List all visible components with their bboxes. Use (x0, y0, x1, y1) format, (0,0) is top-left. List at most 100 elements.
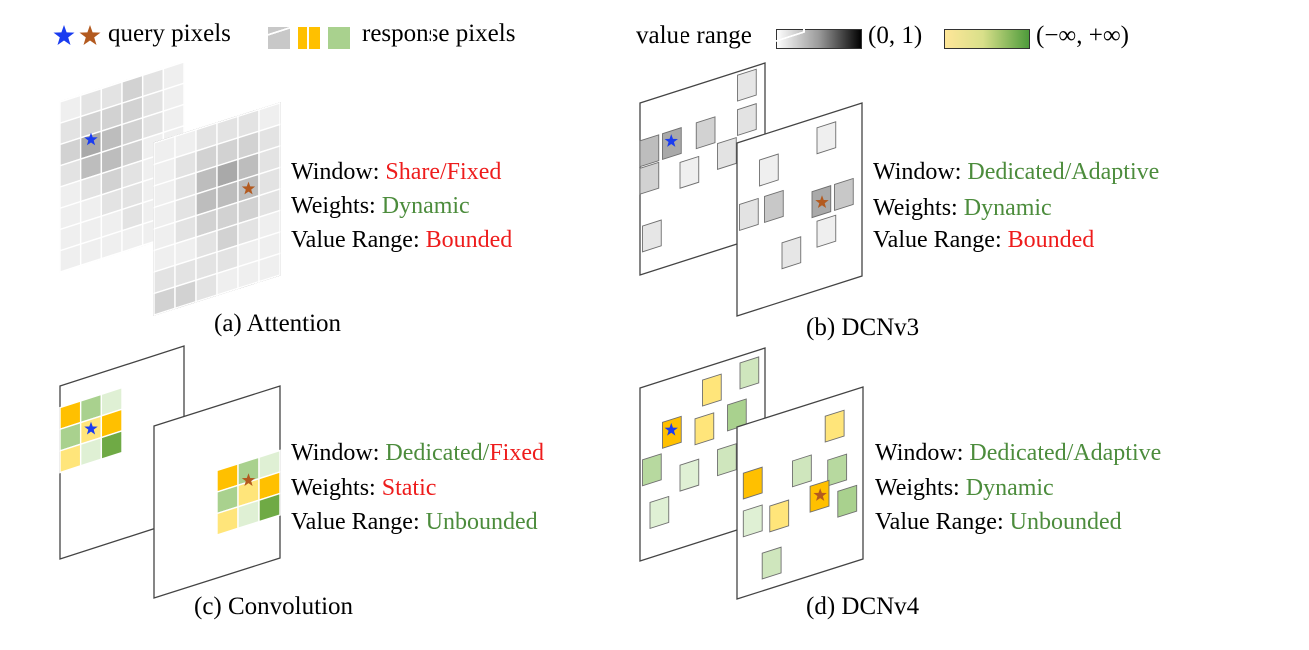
sample-patch (679, 155, 700, 189)
sample-patch (737, 68, 757, 102)
query-star-icon (241, 181, 256, 195)
sample-patch (737, 103, 757, 137)
panel-d-window: Window: Dedicated/Adaptive (875, 440, 1162, 466)
query-star-icon (84, 132, 98, 146)
grid-cell (431, 0, 557, 153)
panel-a-caption: (a) Attention (214, 310, 342, 337)
sample-patch (781, 236, 802, 270)
grid-cell (431, 0, 557, 153)
sample-patch (827, 453, 848, 487)
grid-cell (431, 0, 557, 153)
response-swatch-green (328, 27, 350, 49)
sample-patch (837, 484, 858, 518)
panel-b-weights: Weights: Dynamic (873, 195, 1052, 221)
sample-patch (816, 214, 837, 248)
sample-patch (694, 412, 715, 446)
sample-patch (764, 189, 784, 224)
panel-d-weights: Weights: Dynamic (875, 475, 1054, 501)
grid-cell (679, 0, 805, 73)
panel-b-window: Window: Dedicated/Adaptive (873, 159, 1160, 185)
grid-cell (679, 0, 805, 73)
query-star-icon (664, 134, 678, 147)
sample-patch (769, 499, 790, 533)
sample-patch (642, 219, 662, 253)
kernel-cell (100, 429, 123, 461)
panel-d-caption: (d) DCNv4 (806, 593, 920, 620)
sample-patch (649, 495, 670, 530)
grid-cell (679, 0, 805, 73)
sample-patch (717, 443, 737, 477)
query-star-icon (813, 488, 827, 501)
attention-front-plate (153, 102, 281, 316)
panel-c-value-range: Value Range: Unbounded (291, 509, 538, 535)
sample-patch (739, 356, 760, 390)
query-star-icon (241, 473, 256, 486)
grid-cell (555, 0, 681, 113)
sample-patch (834, 177, 854, 212)
panel-b-value-range: Value Range: Bounded (873, 227, 1095, 253)
sample-patch (695, 116, 716, 150)
grid-cell (431, 0, 557, 153)
panel-d-value-range: Value Range: Unbounded (875, 509, 1122, 535)
grid-cell (555, 0, 681, 113)
sample-patch (742, 504, 763, 538)
yellow-green-gradient-bar (944, 29, 1030, 49)
panel-c-caption: (c) Convolution (194, 593, 354, 620)
dcnv3-back-plate (639, 62, 766, 276)
unbounded-range-text: (−∞, +∞) (1036, 22, 1129, 49)
convolution-front-plate (153, 385, 281, 599)
query-star-blue-icon (53, 25, 75, 45)
grid-cell (431, 0, 557, 153)
sample-patch (816, 121, 837, 155)
grid-cell (431, 0, 557, 153)
grid-cell (555, 0, 681, 113)
panel-c-weights: Weights: Static (291, 475, 437, 501)
query-star-icon (815, 195, 829, 208)
attention-cell (258, 252, 281, 283)
sample-patch (702, 373, 722, 407)
grid-cell (679, 0, 805, 73)
sample-patch (824, 409, 845, 443)
grid-cell (679, 0, 805, 73)
grid-cell (555, 0, 681, 113)
grid-cell (431, 0, 557, 153)
query-star-icon (84, 421, 98, 435)
kernel-cell (258, 492, 281, 523)
sample-patch (791, 454, 812, 488)
grid-cell (555, 0, 681, 113)
dcnv4-front-plate (736, 386, 864, 600)
sample-patch (679, 458, 700, 492)
panel-a-window: Window: Share/Fixed (291, 159, 502, 185)
value-range-label: value range (636, 22, 752, 49)
dcnv4-back-plate (639, 347, 766, 562)
panel-a-weights: Weights: Dynamic (291, 193, 470, 219)
grid-cell (679, 0, 805, 73)
query-star-orange-icon (79, 25, 101, 45)
sample-patch (642, 453, 662, 487)
sample-patch (759, 153, 779, 187)
sample-patch (639, 134, 660, 168)
grid-cell (555, 0, 681, 113)
dcnv3-front-plate (736, 102, 863, 317)
grid-cell (679, 0, 805, 73)
response-swatch-yellow (298, 27, 320, 49)
sample-patch (739, 197, 759, 232)
query-pixels-label: query pixels (108, 20, 231, 47)
query-star-icon (664, 422, 678, 436)
grid-cell (555, 0, 681, 113)
grid-cell (555, 0, 681, 113)
sample-patch (717, 136, 737, 170)
convolution-back-plate (59, 345, 185, 560)
panel-b-caption: (b) DCNv3 (806, 314, 920, 341)
panel-a-value-range: Value Range: Bounded (291, 227, 513, 253)
response-pixels-label: response pixels (362, 20, 516, 47)
grid-cell (679, 0, 805, 73)
panel-c-window: Window: Dedicated/Fixed (291, 440, 544, 466)
sample-patch (761, 546, 782, 580)
grid-cell (431, 0, 557, 153)
sample-patch (742, 466, 763, 500)
plate-outline (736, 102, 863, 317)
sample-patch (639, 161, 660, 195)
bounded-range-text: (0, 1) (868, 22, 923, 49)
